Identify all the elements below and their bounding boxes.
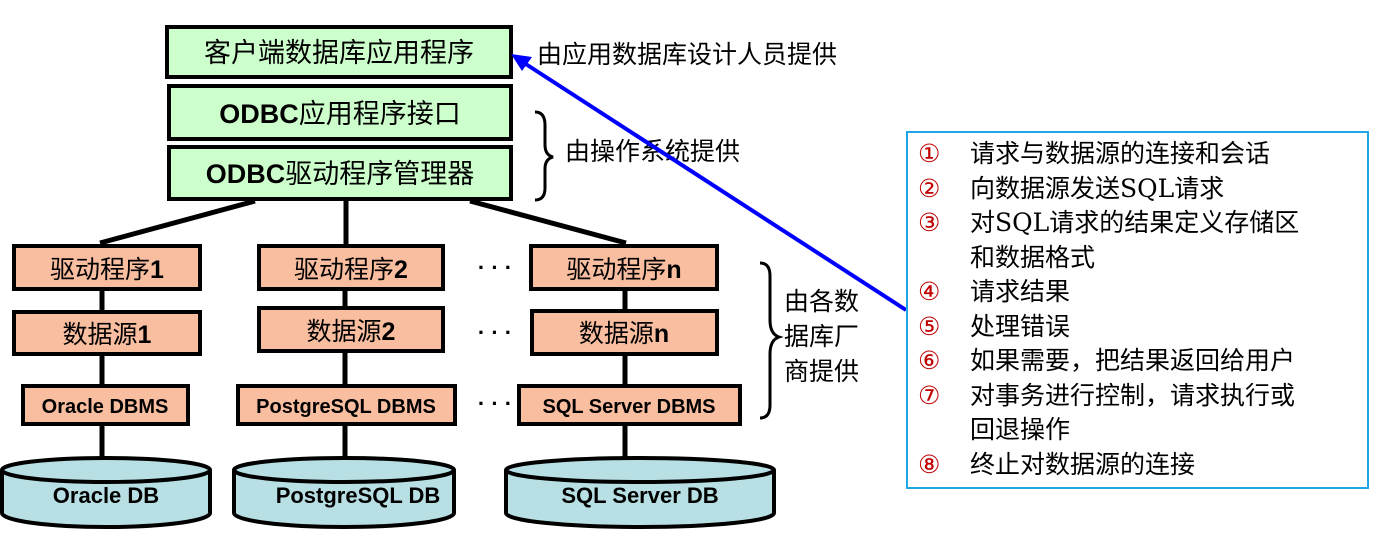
legend-item: ③ 对SQL请求的结果定义存储区 xyxy=(918,206,1367,241)
legend-item: ④ 请求结果 xyxy=(918,275,1367,310)
postgresql-dbms-box: PostgreSQL DBMS xyxy=(236,384,457,426)
step-number xyxy=(918,241,970,276)
client-app-box: 客户端数据库应用程序 xyxy=(165,25,513,79)
driver-n-label: 驱动程序n xyxy=(566,255,681,284)
legend-item: ⑦ 对事务进行控制，请求执行或 xyxy=(918,379,1367,414)
driver-1-label: 驱动程序1 xyxy=(50,255,164,284)
step-text: 请求与数据源的连接和会话 xyxy=(970,139,1271,168)
client-app-label: 客户端数据库应用程序 xyxy=(204,38,474,69)
driver-1-box: 驱动程序1 xyxy=(12,244,202,291)
blue-arrow xyxy=(511,54,908,312)
step-number: ⑤ xyxy=(918,311,941,341)
step-text: 向数据源发送SQL请求 xyxy=(970,173,1225,203)
sqlserver-dbms-label: SQL Server DBMS xyxy=(542,396,715,418)
legend-item: ② 向数据源发送SQL请求 xyxy=(918,172,1367,207)
driver-2-box: 驱动程序2 xyxy=(257,244,445,291)
step-number: ① xyxy=(918,139,941,168)
step-text: 请求结果 xyxy=(970,277,1071,306)
step-number: ④ xyxy=(918,277,941,306)
ellipsis: · · · xyxy=(478,391,512,416)
odbc-api-label: ODBC应用程序接口 xyxy=(219,99,461,130)
vendor-brace xyxy=(759,261,784,420)
driver-2-label: 驱动程序2 xyxy=(294,255,408,284)
ellipsis: · · · xyxy=(478,255,512,280)
ellipsis: · · · xyxy=(478,320,512,345)
legend-item: ① 请求与数据源的连接和会话 xyxy=(918,137,1367,172)
datasource-1-box: 数据源1 xyxy=(12,310,202,356)
step-text: 对SQL请求的结果定义存储区 xyxy=(970,208,1300,237)
datasource-n-box: 数据源n xyxy=(530,309,719,356)
step-number: ⑥ xyxy=(918,346,941,375)
odbc-steps-legend: ① 请求与数据源的连接和会话 ② 向数据源发送SQL请求 ③ 对SQL请求的结果定义存… xyxy=(906,131,1369,489)
oracle-dbms-label: Oracle DBMS xyxy=(42,396,169,418)
step-number: ② xyxy=(918,173,941,203)
vendor-annotation-line: 由各数 xyxy=(784,287,859,316)
step-number: ⑦ xyxy=(918,380,941,410)
sqlserver-db-label: SQL Server DB xyxy=(561,483,718,508)
legend-item: ⑥ 如果需要，把结果返回给用户 xyxy=(918,344,1367,379)
postgresql-db-cylinder: PostgreSQL DB xyxy=(232,456,456,529)
legend-item: ⑧ 终止对数据源的连接 xyxy=(918,448,1367,483)
datasource-1-label: 数据源1 xyxy=(63,320,152,349)
connector-line xyxy=(99,198,256,246)
odbc-driver-manager-box: ODBC驱动程序管理器 xyxy=(167,145,513,201)
arrowhead-icon xyxy=(511,54,532,71)
postgresql-dbms-label: PostgreSQL DBMS xyxy=(256,396,436,418)
oracle-dbms-box: Oracle DBMS xyxy=(21,384,190,426)
driver-n-box: 驱动程序n xyxy=(529,244,719,291)
oracle-db-label: Oracle DB xyxy=(53,483,159,508)
step-text: 对事务进行控制，请求执行或 xyxy=(970,380,1296,410)
step-text: 和数据格式 xyxy=(970,242,1096,272)
odbc-api-box: ODBC应用程序接口 xyxy=(167,84,513,141)
step-text: 处理错误 xyxy=(970,311,1071,341)
oracle-db-cylinder: Oracle DB xyxy=(0,456,212,529)
app-designer-annotation: 由应用数据库设计人员提供 xyxy=(537,40,837,69)
step-text: 终止对数据源的连接 xyxy=(970,449,1196,479)
legend-item: ⑤ 处理错误 xyxy=(918,310,1367,345)
connector-line xyxy=(469,198,627,246)
step-number xyxy=(918,413,970,448)
datasource-2-box: 数据源2 xyxy=(257,306,445,353)
legend-item: 回退操作 xyxy=(918,413,1367,448)
step-number: ⑧ xyxy=(918,449,941,479)
step-number: ③ xyxy=(918,208,941,237)
os-annotation: 由操作系统提供 xyxy=(565,137,740,166)
legend-item: 和数据格式 xyxy=(918,241,1367,276)
postgresql-db-label: PostgreSQL DB xyxy=(276,483,441,508)
sqlserver-db-cylinder: SQL Server DB xyxy=(504,456,776,529)
vendor-annotation-line: 商提供 xyxy=(784,357,859,386)
step-text: 回退操作 xyxy=(970,415,1071,444)
odbc-driver-manager-label: ODBC驱动程序管理器 xyxy=(206,159,475,190)
datasource-n-label: 数据源n xyxy=(579,319,669,348)
vendor-annotation-line: 据库厂 xyxy=(784,322,859,351)
step-text: 如果需要，把结果返回给用户 xyxy=(970,346,1296,375)
os-brace xyxy=(534,110,554,202)
datasource-2-label: 数据源2 xyxy=(307,317,396,346)
sqlserver-dbms-box: SQL Server DBMS xyxy=(517,384,742,426)
